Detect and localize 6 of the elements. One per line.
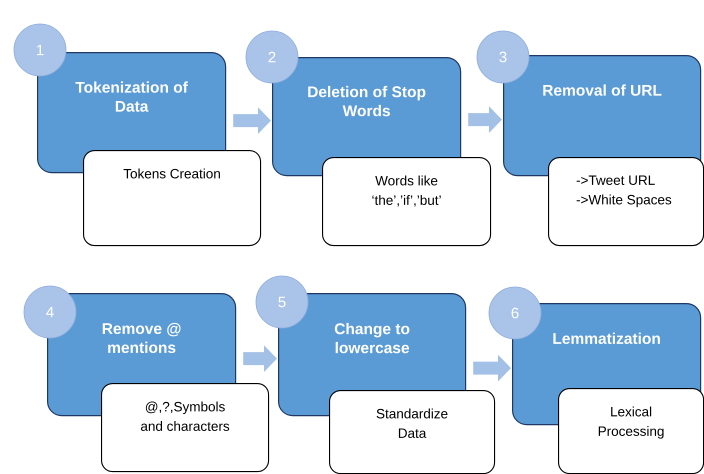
detail-box: Tokens Creation bbox=[83, 150, 262, 246]
detail-box: ->Tweet URL ->White Spaces bbox=[548, 157, 704, 246]
detail-box: Standardize Data bbox=[329, 390, 496, 474]
detail-box: Words like ‘the’,’if’,’but’ bbox=[322, 157, 492, 246]
detail-box: Lexical Processing bbox=[558, 388, 704, 474]
detail-box: @,?,Symbols and characters bbox=[101, 383, 270, 472]
